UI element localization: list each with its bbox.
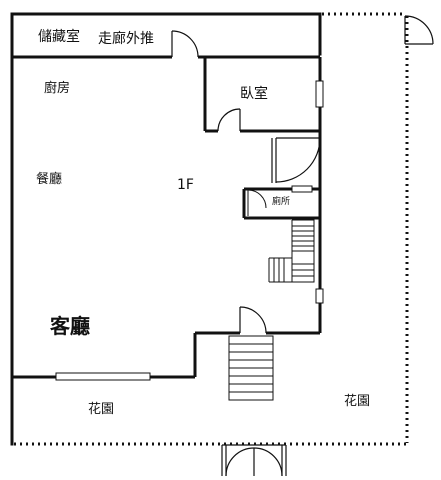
room-label-living: 客廳 <box>50 314 90 338</box>
bottom-gate <box>221 444 287 477</box>
living-walls <box>12 331 320 379</box>
room-label-kitchen: 廚房 <box>44 81 71 96</box>
bedroom-window <box>315 80 324 108</box>
right-window <box>315 288 324 304</box>
exterior-walls <box>10 12 322 446</box>
floor-label: 1F <box>177 177 194 193</box>
room-label-corridor: 走廊外推 <box>98 31 154 47</box>
living-door <box>239 306 267 334</box>
room-label-bedroom: 臥室 <box>240 86 268 102</box>
upper-stairs <box>268 219 315 283</box>
toilet-door <box>247 189 267 216</box>
passage-door <box>271 137 321 183</box>
living-window <box>55 372 151 381</box>
toilet-window <box>291 185 313 193</box>
room-label-garden-left: 花園 <box>88 402 115 417</box>
top-right-gate <box>404 15 434 45</box>
exterior-stairs <box>228 335 274 401</box>
room-label-dining: 餐廳 <box>36 172 63 187</box>
dotted-boundary <box>14 12 409 446</box>
storage-door <box>171 30 199 58</box>
room-label-storage: 儲藏室 <box>38 29 80 45</box>
bedroom-door <box>217 108 241 132</box>
room-label-toilet: 廁所 <box>272 197 291 207</box>
room-label-garden-right: 花園 <box>344 394 371 409</box>
